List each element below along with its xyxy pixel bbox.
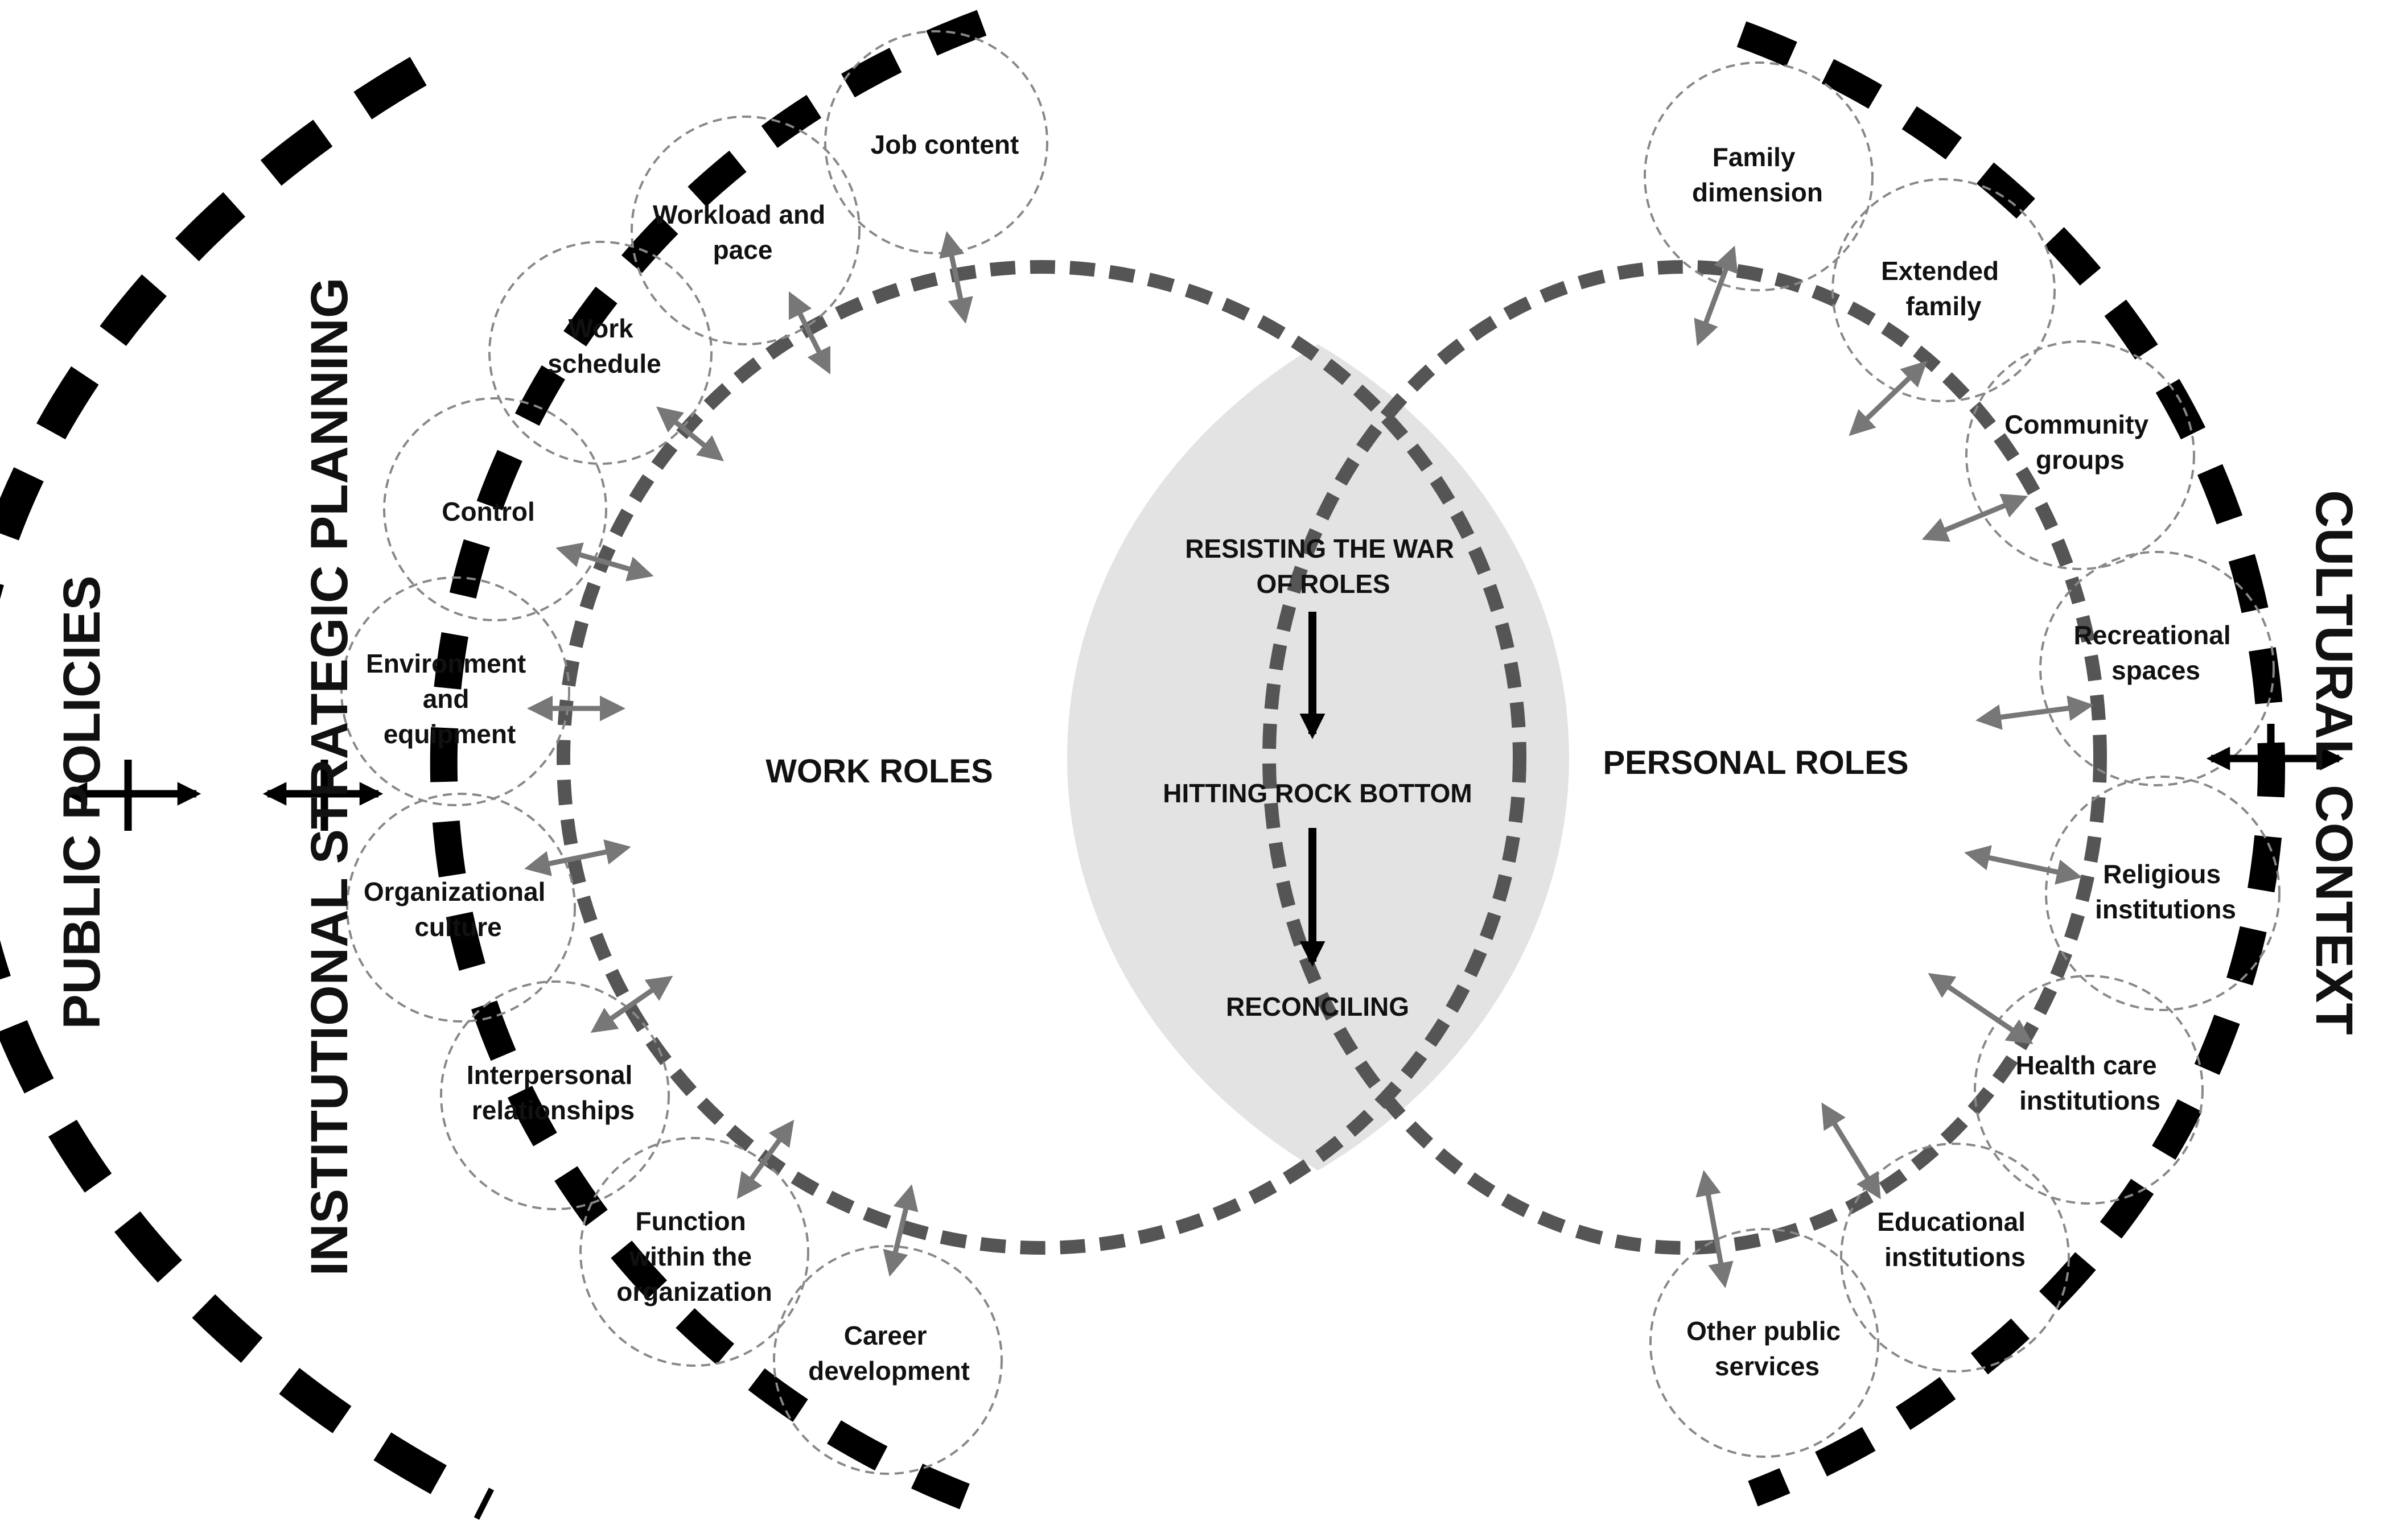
personal-roles-circle (1262, 260, 2107, 1255)
public-policies-boundary (0, 56, 495, 1520)
connector-arrow (939, 231, 973, 324)
factor-bubble-family (1644, 61, 1874, 291)
process-step-reconciling: RECONCILING (1226, 992, 1409, 1021)
public-policies-label: PUBLIC POLICIES (53, 575, 111, 1029)
factor-bubble-recreational (2039, 551, 2275, 786)
personal-roles-label: PERSONAL ROLES (1603, 744, 1908, 781)
factor-bubble-environment (340, 576, 570, 806)
factor-label: Recreational spaces (2074, 620, 2238, 685)
connector-arrow (788, 291, 831, 375)
factor-label: Function within the organization (616, 1206, 772, 1306)
work-roles-label: WORK ROLES (765, 753, 993, 790)
connector-arrow (1821, 1102, 1881, 1200)
work-factor-labels: Job content Workload and pace Work sched… (364, 130, 1019, 1386)
factor-label: Family dimension (1692, 142, 1823, 207)
work-factor-bubbles (340, 30, 1048, 1475)
factor-label: Workload and pace (653, 200, 833, 265)
process-step-resisting: RESISTING THE WAR OF ROLES (1185, 534, 1462, 599)
factor-label: Other public services (1686, 1316, 1848, 1381)
connector-arrow (656, 406, 724, 461)
factor-bubble-function (579, 1137, 809, 1367)
connector-arrow (524, 839, 631, 876)
personal-factor-bubbles (1644, 61, 2281, 1458)
factor-bubble-health (1974, 975, 2204, 1205)
connector-arrow (1849, 360, 1928, 436)
factor-bubble-educational (1840, 1143, 2070, 1372)
factor-label: Religious institutions (2095, 859, 2236, 924)
factor-label: Control (442, 497, 535, 526)
factor-label: Interpersonal relationships (467, 1060, 640, 1125)
personal-factor-labels: Family dimension Extended family Communi… (1686, 142, 2238, 1381)
factor-label: Job content (871, 130, 1019, 159)
factor-bubble-job-content (824, 30, 1048, 254)
factor-bubble-extended-family (1831, 178, 2056, 402)
factor-label: Community groups (2004, 410, 2156, 475)
roles-overlap-lens (1067, 344, 1570, 1170)
context-link-arrows (63, 724, 2344, 831)
factor-bubble-control (383, 397, 607, 621)
connector-arrow (1921, 493, 2028, 542)
factor-label: Educational institutions (1877, 1207, 2033, 1272)
factor-bubble-other-public (1649, 1228, 1879, 1458)
factor-label: Career development (808, 1321, 970, 1386)
work-roles-circle (557, 260, 1526, 1255)
factor-label: Environment and equipment (366, 649, 533, 749)
institutional-planning-label: INSTITUTIONAL STRATEGIC PLANNING (301, 278, 359, 1276)
factor-label: Extended family (1881, 256, 2006, 321)
factor-label: Health care institutions (2016, 1050, 2164, 1115)
factor-bubble-work-schedule (488, 241, 713, 465)
connector-arrow (1964, 845, 2082, 885)
factor-connector-arrows (524, 231, 2094, 1288)
connector-arrow (1928, 972, 2034, 1045)
factor-label: Work schedule (548, 314, 661, 378)
institutional-planning-boundary (430, 10, 987, 1510)
connector-arrow (590, 975, 673, 1033)
connector-arrow (1975, 695, 2094, 730)
factor-bubble-community (1965, 340, 2195, 570)
connector-arrow (736, 1119, 795, 1200)
cultural-context-label: CULTURAL CONTEXT (2305, 490, 2363, 1034)
factor-bubble-interpersonal (440, 980, 670, 1210)
connector-arrow (1694, 245, 1738, 347)
connector-arrow (1695, 1170, 1734, 1288)
connector-arrow (555, 542, 654, 582)
factor-bubble-religious (2045, 776, 2281, 1011)
factor-bubble-org-culture (346, 793, 576, 1023)
factor-label: Organizational culture (364, 877, 553, 942)
process-step-rock-bottom: HITTING ROCK BOTTOM (1163, 778, 1472, 808)
connector-arrow (883, 1184, 919, 1277)
factor-bubble-workload (631, 116, 861, 345)
